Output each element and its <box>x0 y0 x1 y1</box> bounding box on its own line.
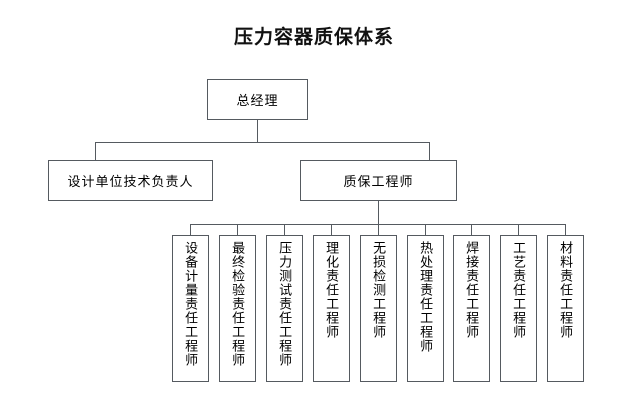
node-ndt-engineer-label: 无损检测工程师 <box>371 241 387 339</box>
node-heat-treatment-engineer-label: 热处理责任工程师 <box>418 241 434 353</box>
connector-drop-final-inspection <box>237 224 238 235</box>
connector-level3-bus <box>190 224 565 225</box>
connector-drop-ndt <box>378 224 379 235</box>
node-pressure-test-engineer[interactable]: 压力测试责任工程师 <box>266 235 303 382</box>
connector-qa-stem <box>378 201 379 224</box>
node-material-engineer-label: 材料责任工程师 <box>558 241 574 339</box>
node-physical-chemical-engineer[interactable]: 理化责任工程师 <box>313 235 350 382</box>
connector-level2-bus <box>95 142 429 143</box>
connector-drop-qa-engineer <box>429 142 430 160</box>
node-final-inspection-engineer-label: 最终检验责任工程师 <box>230 241 246 367</box>
node-design-unit-technical-lead[interactable]: 设计单位技术负责人 <box>48 160 213 201</box>
node-general-manager-label: 总经理 <box>236 93 279 108</box>
node-equipment-metrology-engineer[interactable]: 设备计量责任工程师 <box>172 235 209 382</box>
connector-drop-heat-treatment <box>425 224 426 235</box>
node-equipment-metrology-engineer-label: 设备计量责任工程师 <box>183 241 199 367</box>
node-qa-engineer-label: 质保工程师 <box>343 174 414 189</box>
node-qa-engineer[interactable]: 质保工程师 <box>300 160 457 201</box>
connector-drop-material <box>565 224 566 235</box>
connector-drop-pressure-test <box>284 224 285 235</box>
page-title: 压力容器质保体系 <box>233 27 394 48</box>
node-final-inspection-engineer[interactable]: 最终检验责任工程师 <box>219 235 256 382</box>
connector-drop-equipment-metrology <box>190 224 191 235</box>
connector-drop-welding <box>471 224 472 235</box>
connector-drop-physical-chemical <box>331 224 332 235</box>
node-welding-engineer[interactable]: 焊接责任工程师 <box>453 235 490 382</box>
node-material-engineer[interactable]: 材料责任工程师 <box>547 235 584 382</box>
node-welding-engineer-label: 焊接责任工程师 <box>464 241 480 339</box>
node-general-manager[interactable]: 总经理 <box>207 79 308 120</box>
node-heat-treatment-engineer[interactable]: 热处理责任工程师 <box>407 235 444 382</box>
connector-root-stem <box>257 120 258 142</box>
node-design-unit-technical-lead-label: 设计单位技术负责人 <box>67 174 194 189</box>
node-physical-chemical-engineer-label: 理化责任工程师 <box>324 241 340 339</box>
connector-drop-process <box>518 224 519 235</box>
node-process-engineer-label: 工艺责任工程师 <box>511 241 527 339</box>
node-pressure-test-engineer-label: 压力测试责任工程师 <box>277 241 293 367</box>
node-process-engineer[interactable]: 工艺责任工程师 <box>500 235 537 382</box>
node-ndt-engineer[interactable]: 无损检测工程师 <box>360 235 397 382</box>
connector-drop-design-lead <box>95 142 96 160</box>
